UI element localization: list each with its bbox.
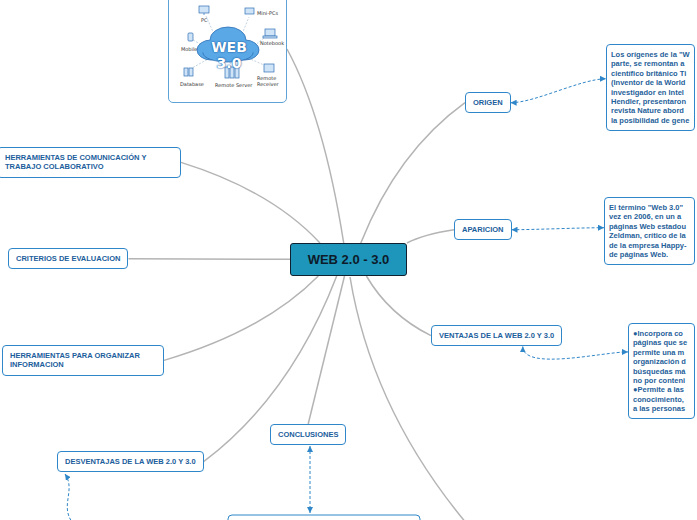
dashed-link	[512, 228, 605, 230]
icon-label: Database	[180, 81, 204, 87]
detail-box: Los orígenes de la "W parte, se remontan…	[606, 44, 695, 131]
dashed-link	[310, 446, 311, 513]
branch-box: CONCLUSIONES	[270, 424, 346, 445]
icon-label: Remote Receiver	[257, 75, 285, 87]
node-text: HERRAMIENTAS DE COMUNICACIÓN Y TRABAJO C…	[5, 153, 173, 172]
icon-label: Remote Server	[215, 82, 252, 88]
branch-line	[129, 258, 291, 260]
node-text: CRITERIOS DE EVALUACION	[16, 254, 120, 263]
branch-line	[361, 103, 465, 243]
branch-box: HERRAMIENTAS PARA ORGANIZAR INFORMACION	[2, 345, 164, 376]
pc-icon	[199, 6, 209, 13]
branch-line	[308, 276, 344, 424]
branch-line	[287, 49, 344, 243]
branch-box: APARICION	[454, 219, 512, 240]
node-text: CONCLUSIONES	[278, 430, 338, 439]
notebook-base	[263, 36, 277, 38]
branch-box: ORIGEN	[465, 92, 511, 113]
node-text: ORIGEN	[473, 98, 503, 107]
detail-box-edge	[228, 515, 420, 520]
illustration-ground	[168, 0, 287, 103]
icon-label: Mini-PCs	[257, 10, 278, 16]
web3-illustration	[168, 0, 287, 103]
node-text: VENTAJAS DE LA WEB 2.0 Y 3.0	[439, 331, 554, 340]
icon-label: WEB 3.0	[202, 39, 256, 71]
detail-box: ●Incorpora co páginas que se permite una…	[628, 323, 695, 419]
node-text: HERRAMIENTAS PARA ORGANIZAR INFORMACION	[10, 351, 156, 370]
node-text: DESVENTAJAS DE LA WEB 2.0 Y 3.0	[65, 457, 196, 466]
branch-line	[407, 230, 454, 243]
branch-line	[164, 276, 318, 360]
node-text: WEB 2.0 - 3.0	[295, 252, 402, 267]
branch-line	[181, 162, 320, 243]
detail-box: El término "Web 3.0" vez en 2006, en un …	[604, 197, 695, 265]
dashed-link	[65, 474, 72, 520]
branch-box: CRITERIOS DE EVALUACION	[8, 248, 128, 269]
notebook-icon	[265, 29, 275, 36]
central-topic: WEB 2.0 - 3.0	[290, 243, 407, 276]
receiver-icon	[264, 64, 274, 72]
node-text: APARICION	[462, 225, 504, 234]
mobile-icon	[188, 33, 193, 41]
node-text: Los orígenes de la "W parte, se remontan…	[611, 50, 690, 125]
branch-line	[366, 276, 431, 336]
dashed-link	[511, 79, 606, 103]
dashed-link	[523, 346, 628, 359]
node-text: El término "Web 3.0" vez en 2006, en un …	[609, 203, 690, 259]
branch-line	[350, 277, 467, 520]
node-text: ●Incorpora co páginas que se permite una…	[633, 329, 690, 413]
branch-box: HERRAMIENTAS DE COMUNICACIÓN Y TRABAJO C…	[0, 147, 181, 178]
offpage-branches	[65, 277, 467, 520]
icon-label: Notebook	[260, 40, 284, 46]
mini-pc-icon	[245, 8, 254, 14]
database-icon	[184, 68, 188, 76]
database-icon	[189, 68, 193, 76]
icon-label: PC	[201, 17, 208, 23]
branch-box: VENTAJAS DE LA WEB 2.0 Y 3.0	[431, 325, 562, 346]
icon-label: Mobile	[181, 46, 197, 52]
illustration-box: WEB 3.0 PC Mini-PCsMobile NotebookDatabase R…	[168, 0, 287, 103]
branch-box: DESVENTAJAS DE LA WEB 2.0 Y 3.0	[57, 451, 204, 472]
